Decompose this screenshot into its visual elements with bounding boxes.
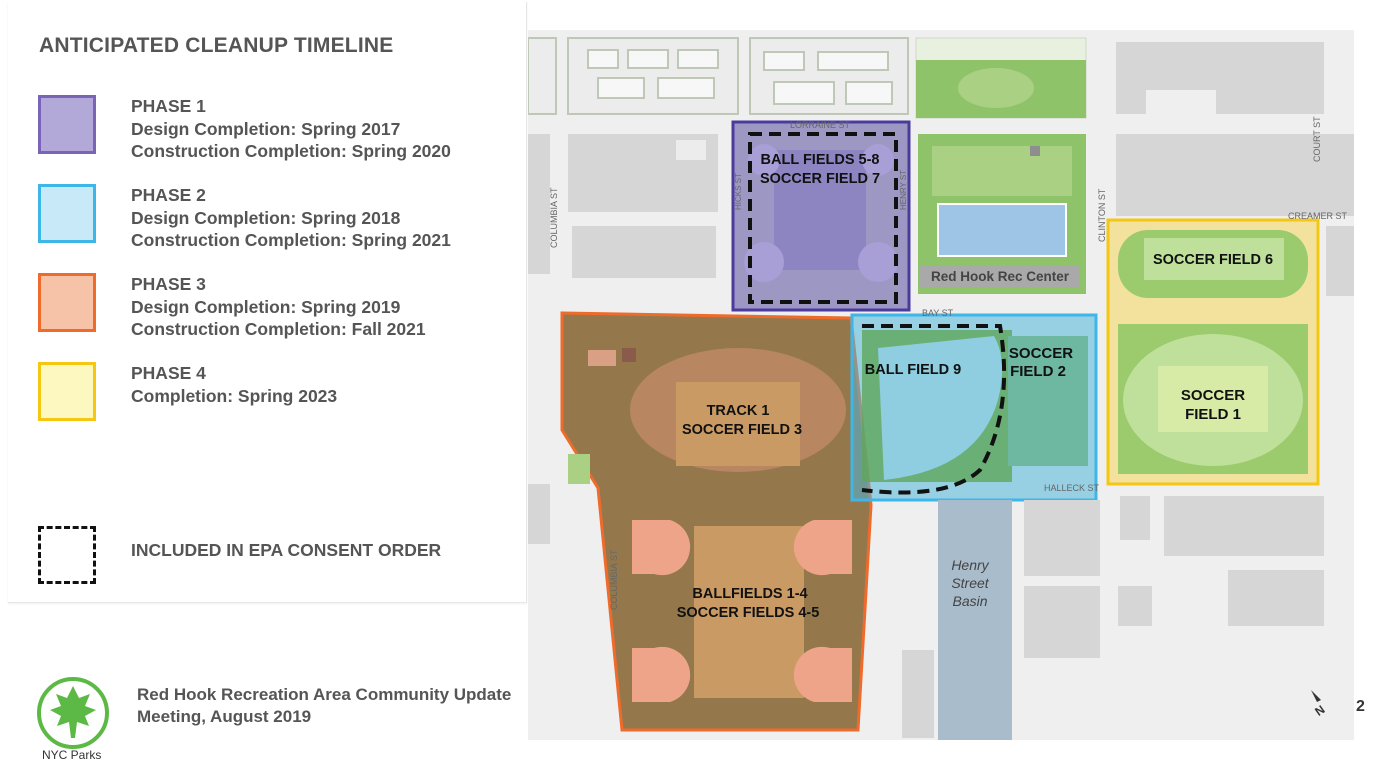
- phase-2-name: PHASE 2: [131, 185, 206, 205]
- soccer-field-3-label: SOCCER FIELD 3: [682, 422, 802, 438]
- soccer-field-6-label: SOCCER FIELD 6: [1153, 252, 1273, 268]
- phase-1-name: PHASE 1: [131, 96, 206, 116]
- footer-meeting-title: Red Hook Recreation Area Community Updat…: [137, 684, 511, 728]
- hicks-st-label: HICKS ST: [734, 173, 743, 210]
- rec-center-label: Red Hook Rec Center: [931, 269, 1070, 284]
- henry-st-label: HENRY ST: [899, 170, 908, 210]
- columbia-st-south-label: COLUMBIA ST: [609, 549, 619, 610]
- park-block-top: [915, 37, 1324, 119]
- site-map: Red Hook Rec Center BALL FIELDS 5-8 SOCC…: [528, 30, 1354, 740]
- footer-org-name: NYC Parks: [42, 748, 102, 762]
- track-1-label: TRACK 1: [707, 403, 770, 419]
- blocks-middle: [528, 134, 1354, 296]
- phase-4-swatch: [38, 362, 96, 421]
- basin-label-line3: Basin: [952, 593, 987, 609]
- footer-line-2: Meeting, August 2019: [137, 707, 312, 726]
- lorraine-st-label: LORRAINE ST: [790, 120, 851, 130]
- phase-3-construction: Construction Completion: Fall 2021: [131, 319, 426, 339]
- street-labels: LORRAINE ST BAY ST HALLECK ST CREAMER ST…: [549, 116, 1348, 610]
- ball-fields-5-8-label: BALL FIELDS 5-8: [761, 152, 880, 168]
- court-st-label: COURT ST: [1312, 116, 1322, 162]
- phase-3-name: PHASE 3: [131, 274, 206, 294]
- soccer-field-1-label-line2: FIELD 1: [1185, 406, 1241, 423]
- phase-3-swatch: [38, 273, 96, 332]
- phase-1-area: BALL FIELDS 5-8 SOCCER FIELD 7: [731, 120, 911, 312]
- soccer-field-2-label-line2: FIELD 2: [1010, 363, 1066, 380]
- north-label: N: [1312, 702, 1327, 718]
- phase-4-area: SOCCER FIELD 6 SOCCER FIELD 1: [1106, 218, 1320, 486]
- phase-2-design: Design Completion: Spring 2018: [131, 207, 401, 228]
- soccer-fields-4-5-label: SOCCER FIELDS 4-5: [677, 605, 820, 621]
- phase-4-name: PHASE 4: [131, 363, 206, 383]
- columbia-st-label: COLUMBIA ST: [549, 187, 559, 248]
- phase-3-area: TRACK 1 SOCCER FIELD 3 BALLFIELDS 1-4 SO…: [560, 311, 873, 732]
- basin-label-line1: Henry: [951, 557, 989, 573]
- bay-st-label: BAY ST: [922, 308, 954, 318]
- legend-phase-4: PHASE 4 Completion: Spring 2023: [38, 362, 518, 432]
- soccer-field-1-label-line1: SOCCER: [1181, 387, 1245, 404]
- phase-1-construction: Construction Completion: Spring 2020: [131, 141, 451, 161]
- epa-label: INCLUDED IN EPA CONSENT ORDER: [131, 540, 442, 560]
- clinton-st-label: CLINTON ST: [1097, 188, 1107, 242]
- phase-1-swatch: [38, 95, 96, 154]
- basin-label-line2: Street: [951, 575, 989, 591]
- creamer-st-label: CREAMER ST: [1288, 211, 1348, 221]
- phase-2-construction: Construction Completion: Spring 2021: [131, 230, 451, 250]
- north-arrow-icon: N: [1311, 690, 1327, 718]
- ball-field-9-label: BALL FIELD 9: [865, 362, 961, 378]
- rec-center-block: Red Hook Rec Center: [918, 134, 1086, 294]
- halleck-st-label: HALLECK ST: [1044, 483, 1100, 493]
- soccer-field-7-label: SOCCER FIELD 7: [760, 171, 880, 187]
- legend-phase-1: PHASE 1 Design Completion: Spring 2017 C…: [38, 95, 518, 165]
- phase-1-design: Design Completion: Spring 2017: [131, 118, 401, 139]
- page-number: 2: [1356, 698, 1365, 715]
- legend-epa: INCLUDED IN EPA CONSENT ORDER: [38, 526, 518, 596]
- phase-4-completion: Completion: Spring 2023: [131, 385, 338, 406]
- footer-line-1: Red Hook Recreation Area Community Updat…: [137, 685, 512, 704]
- phase-2-swatch: [38, 184, 96, 243]
- legend-phase-2: PHASE 2 Design Completion: Spring 2018 C…: [38, 184, 518, 254]
- legend-phase-3: PHASE 3 Design Completion: Spring 2019 C…: [38, 273, 518, 343]
- epa-dashed-swatch: [38, 526, 96, 584]
- legend-panel: ANTICIPATED CLEANUP TIMELINE PHASE 1 Des…: [8, 2, 527, 603]
- housing-blocks-top: [528, 37, 909, 115]
- blocks-lower-right: [528, 454, 1324, 738]
- legend-title: ANTICIPATED CLEANUP TIMELINE: [39, 34, 394, 57]
- nyc-parks-leaf-icon: [37, 677, 109, 749]
- soccer-field-2-label-line1: SOCCER: [1009, 345, 1073, 362]
- phase-2-area: BALL FIELD 9 SOCCER FIELD 2: [850, 313, 1098, 502]
- phase-3-design: Design Completion: Spring 2019: [131, 296, 401, 317]
- ballfields-1-4-label: BALLFIELDS 1-4: [692, 586, 807, 602]
- henry-street-basin: Henry Street Basin: [938, 500, 1012, 740]
